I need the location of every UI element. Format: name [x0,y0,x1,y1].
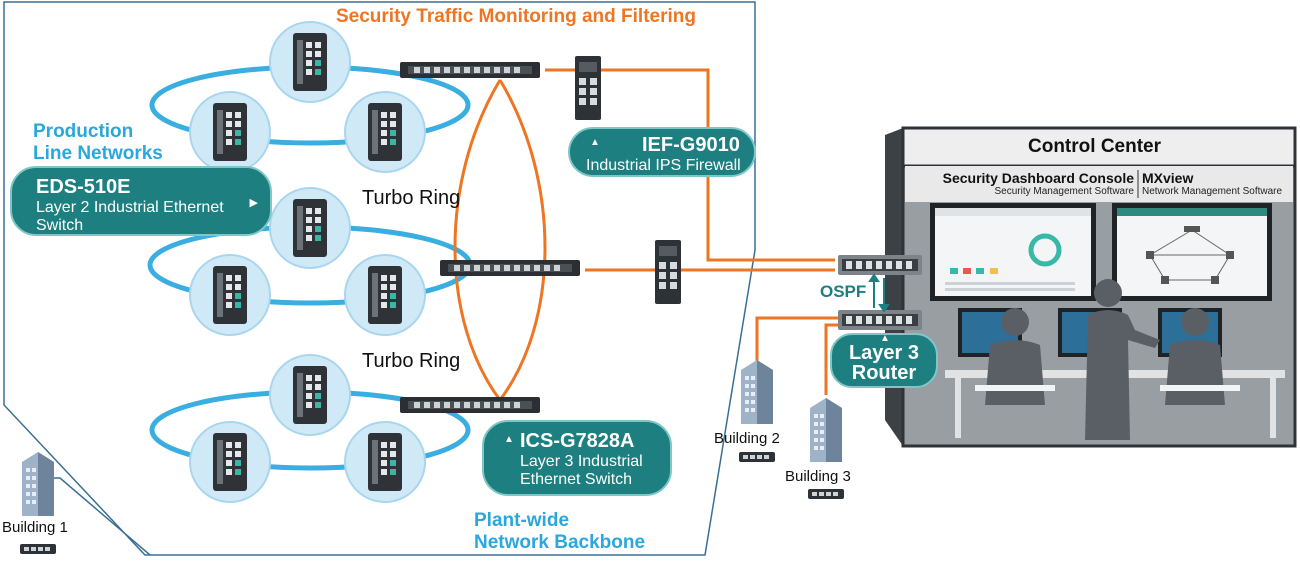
ring-switch [344,421,426,503]
ring-switch [189,254,271,336]
page-title: Security Traffic Monitoring and Filterin… [336,6,696,27]
ospf-label: OSPF [820,282,867,301]
ring-switch [269,187,351,269]
plant-boundary [3,1,756,556]
turbo-ring-label: Turbo Ring [362,350,461,372]
security-console-header: Security Dashboard Console Security Mana… [912,170,1134,197]
mxview-title: MXview [1142,170,1194,186]
firewall-device [575,56,601,120]
backbone-zone-line1: Plant-wide [474,510,570,531]
building-2-label: Building 2 [714,430,780,447]
production-zone-line2: Line Networks [33,143,163,164]
rack-switch [400,397,540,413]
backbone-zone-label: Plant-wide Network Backbone [474,510,645,554]
arrow-up-icon: ▲ [880,333,890,344]
security-console-title: Security Dashboard Console [942,170,1134,186]
arrow-right-icon: ▶ [249,197,258,209]
link-building2-router [755,316,840,370]
firewall-device [655,240,681,304]
ief-g9010-callout: ▲ IEF-G9010 Industrial IPS Firewall [568,127,756,177]
router-line1: Layer 3 [848,342,920,364]
ics-line1: Layer 3 Industrial [520,453,643,470]
arrow-up-icon: ▲ [504,434,514,445]
ics-g7828a-callout: ▲ ICS-G7828A Layer 3 Industrial Ethernet… [482,420,672,496]
ief-line1: Industrial IPS Firewall [586,157,741,174]
eds-title: EDS-510E [36,176,131,198]
eds-510e-callout: EDS-510E Layer 2 Industrial Ethernet Swi… [10,166,272,236]
control-center-side [885,128,903,446]
production-zone-line1: Production [33,121,134,142]
building-1-label: Building 1 [2,519,68,536]
control-center-title: Control Center [1028,136,1161,157]
building-2-icon [741,360,773,424]
backbone-link-left [453,79,502,401]
ring-switch [189,91,271,173]
link-building3-router [824,323,840,395]
ring-switch [344,254,426,336]
network-icon [808,489,844,499]
layer3-router-callout: ▲ Layer 3 Router [830,333,938,388]
network-icon [739,452,775,462]
ring-switch [189,421,271,503]
building-1-icon [22,452,54,516]
backbone-zone-line2: Network Backbone [474,532,646,553]
eds-line2: Switch [36,217,84,234]
building-3-label: Building 3 [785,468,851,485]
rack-switch [400,62,540,78]
mxview-subtitle: Network Management Software [1142,186,1283,197]
ics-title: ICS-G7828A [520,430,635,452]
arrow-up-icon: ▲ [590,137,600,148]
ring-switch [269,21,351,103]
ief-title: IEF-G9010 [642,134,740,156]
ring-switch [344,91,426,173]
rack-switch [440,260,580,276]
router-device [838,310,922,330]
production-zone-label: Production Line Networks [33,121,163,165]
eds-line1: Layer 2 Industrial Ethernet [36,199,224,216]
ring-switch [269,354,351,436]
mxview-header: MXview Network Management Software [1142,170,1282,197]
router-line2: Router [851,362,917,384]
network-icon [20,544,56,554]
ics-line2: Ethernet Switch [520,471,633,488]
security-console-subtitle: Security Management Software [994,186,1134,197]
backbone-link-right [498,79,547,401]
turbo-ring-label: Turbo Ring [362,187,461,209]
router-device [838,255,922,275]
building-3-icon [810,398,842,462]
